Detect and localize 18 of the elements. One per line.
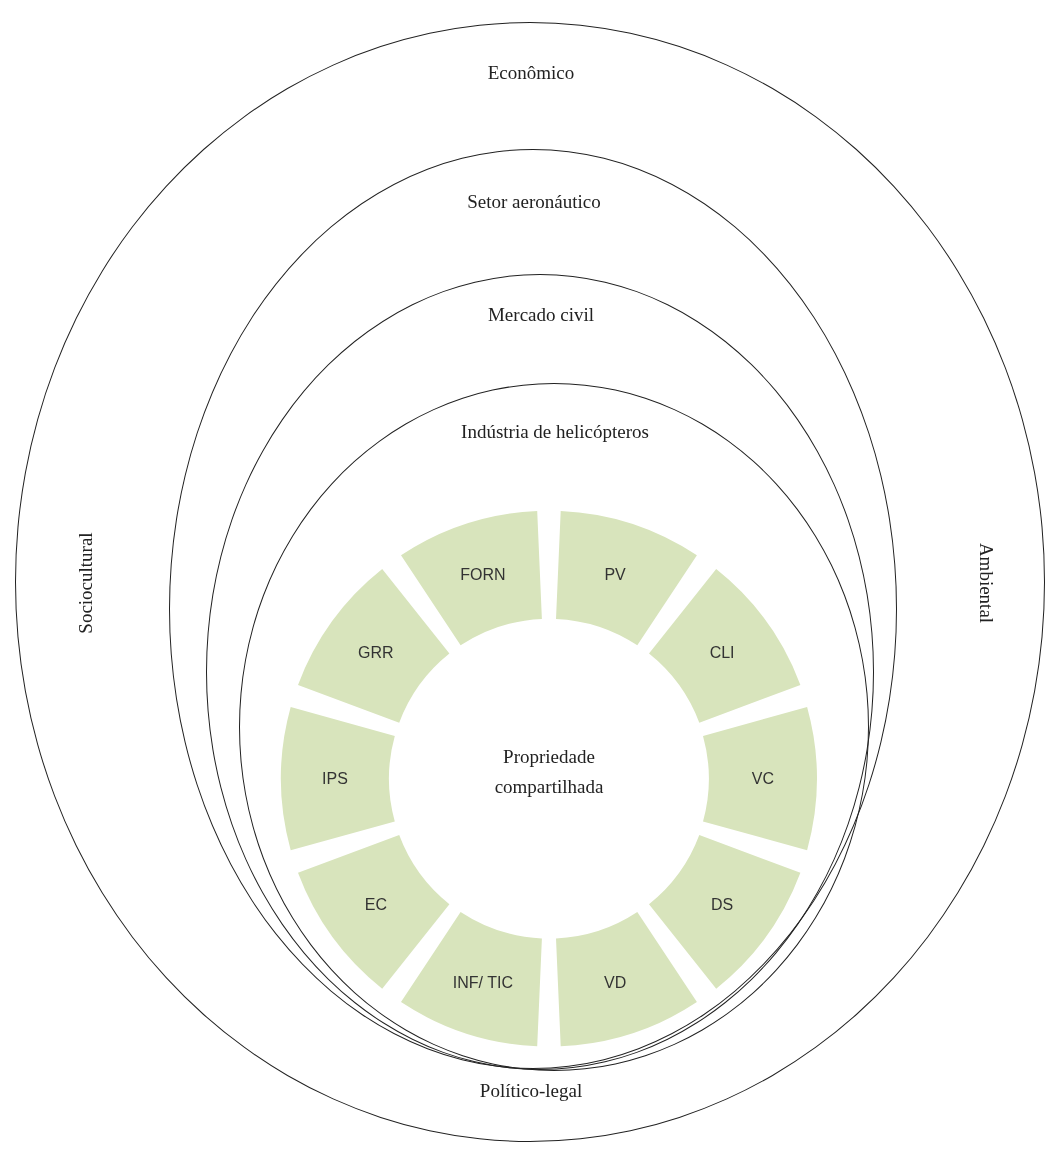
ring-label: Ambiental xyxy=(975,542,997,624)
segment-label: VC xyxy=(751,770,775,788)
segment-label: PV xyxy=(604,566,626,585)
segment-label: FORN xyxy=(460,566,506,585)
ring-label: Político-legal xyxy=(479,1080,583,1102)
segment-label: EC xyxy=(364,895,387,914)
segment-label: IPS xyxy=(322,770,348,788)
segment-label: GRR xyxy=(358,644,394,663)
ring-label: Econômico xyxy=(487,62,575,84)
segment-label: INF/ TIC xyxy=(452,973,513,992)
segment-label: VD xyxy=(604,973,627,992)
ring-label: Indústria de helicópteros xyxy=(461,421,649,443)
segment-label: DS xyxy=(711,895,734,914)
segment-label: CLI xyxy=(709,644,735,663)
center-label: Propriedade compartilhada xyxy=(493,745,605,799)
ring-label: Setor aeronáutico xyxy=(467,191,601,213)
ring-label: Mercado civil xyxy=(488,304,594,326)
ring-label: Sociocultural xyxy=(75,532,97,634)
